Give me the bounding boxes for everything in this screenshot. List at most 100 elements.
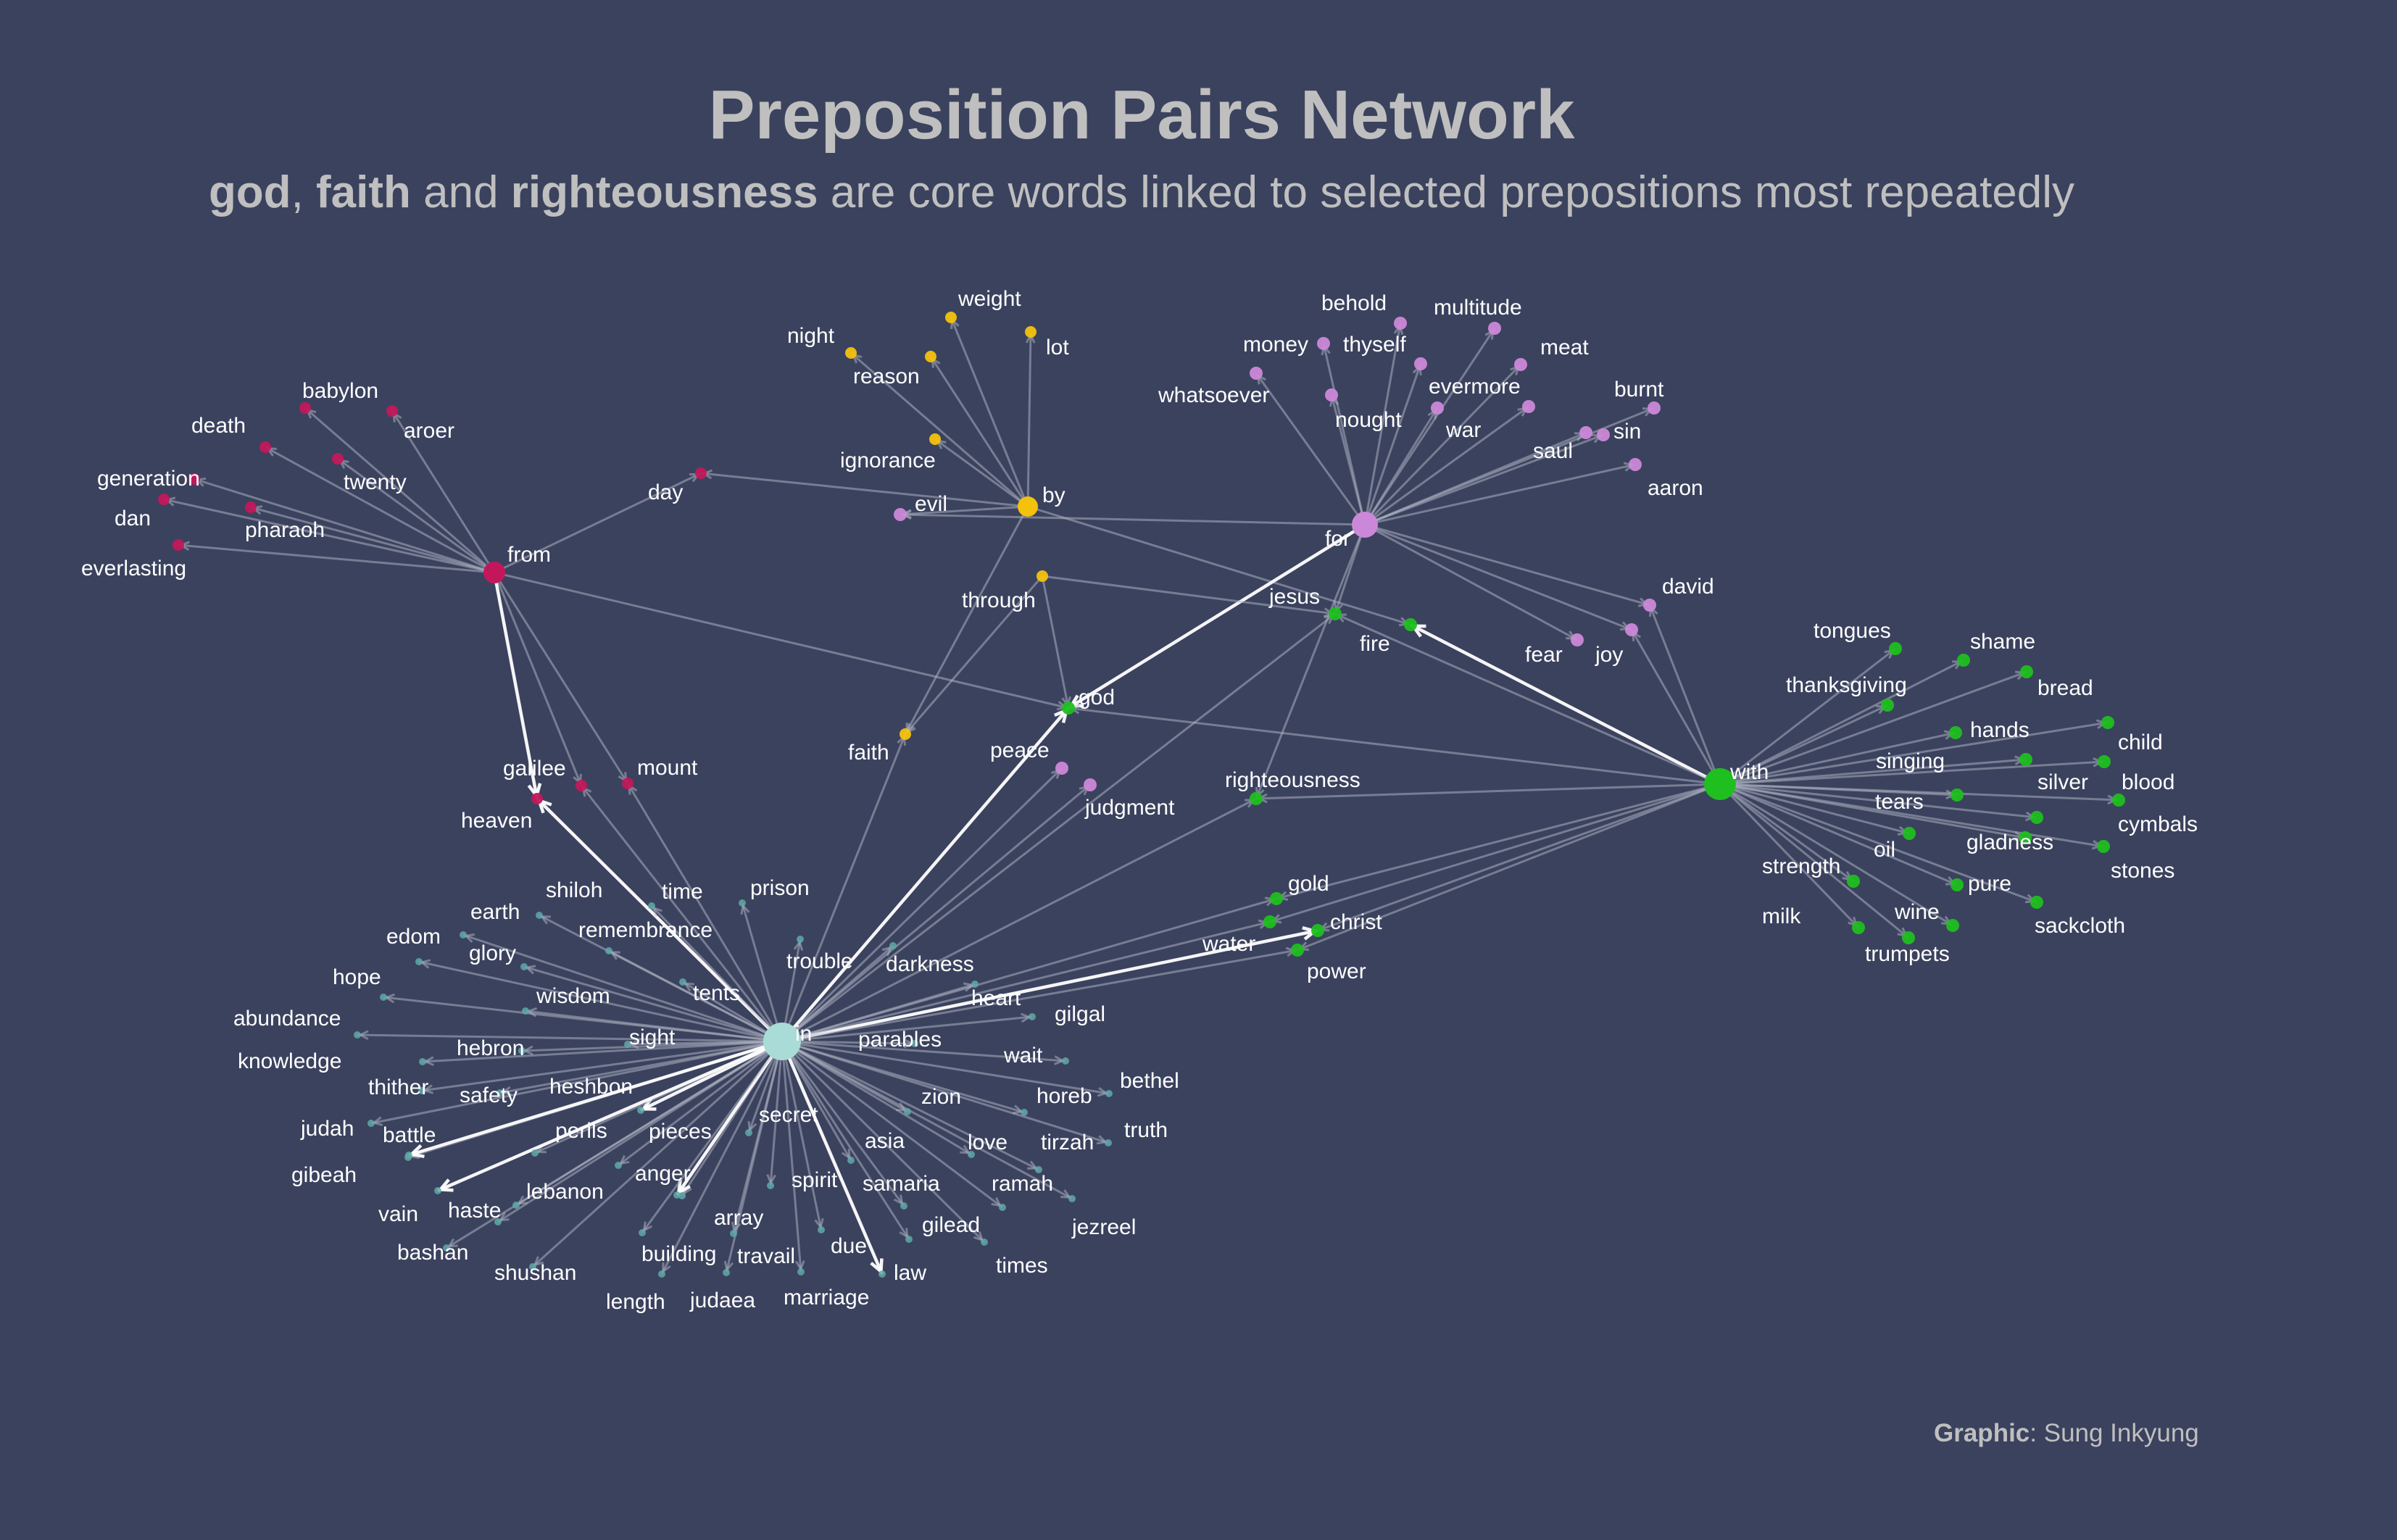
node-babylon[interactable] — [299, 402, 311, 414]
node-multitude[interactable] — [1488, 322, 1501, 335]
hub-from[interactable] — [483, 562, 505, 583]
node-heshbon[interactable] — [637, 1107, 644, 1114]
node-reason[interactable] — [925, 351, 936, 362]
node-secret[interactable] — [745, 1129, 752, 1136]
node-shame[interactable] — [1957, 654, 1970, 667]
node-meat[interactable] — [1514, 358, 1527, 371]
node-jezreel[interactable] — [1068, 1195, 1076, 1202]
node-prison[interactable] — [739, 899, 746, 907]
node-whatsoever[interactable] — [1250, 367, 1263, 380]
node-aaron[interactable] — [1629, 458, 1642, 471]
node-day[interactable] — [695, 467, 707, 479]
node-bashan[interactable] — [443, 1244, 450, 1252]
node-wait[interactable] — [1062, 1057, 1069, 1065]
hub-in[interactable] — [763, 1023, 801, 1060]
node-due[interactable] — [818, 1226, 825, 1233]
node-haste[interactable] — [494, 1218, 502, 1225]
node-death[interactable] — [259, 441, 271, 453]
node-sin[interactable] — [1579, 426, 1592, 439]
node-travail[interactable] — [730, 1230, 737, 1237]
node-dan[interactable] — [158, 494, 170, 505]
node-money[interactable] — [1317, 337, 1330, 350]
node-twenty[interactable] — [332, 453, 344, 465]
node-burnt[interactable] — [1648, 401, 1661, 415]
node-lebanon[interactable] — [512, 1202, 520, 1209]
node-tents[interactable] — [679, 978, 686, 986]
node-tears[interactable] — [1951, 788, 1964, 802]
node-singing[interactable] — [2019, 753, 2032, 766]
node-evermore[interactable] — [1431, 401, 1444, 415]
node-judaea[interactable] — [723, 1269, 730, 1276]
node-law[interactable] — [878, 1270, 886, 1278]
node-power[interactable] — [1291, 944, 1304, 957]
hub-by[interactable] — [1018, 496, 1038, 517]
node-sight[interactable] — [624, 1041, 631, 1048]
node-night[interactable] — [845, 347, 857, 359]
node-horeb[interactable] — [1021, 1109, 1028, 1116]
node-aroer[interactable] — [386, 405, 398, 417]
node-gilgal[interactable] — [1029, 1013, 1036, 1020]
node-oil[interactable] — [1903, 827, 1916, 840]
node-jesus[interactable] — [1329, 607, 1342, 620]
node-tirzah[interactable] — [1035, 1166, 1042, 1173]
node-gladness[interactable] — [2019, 831, 2032, 844]
node-galilee[interactable] — [576, 780, 587, 791]
node-remembrance[interactable] — [605, 947, 612, 954]
node-earth[interactable] — [460, 931, 467, 938]
node-samaria[interactable] — [900, 1202, 907, 1210]
hub-for[interactable] — [1352, 512, 1378, 538]
node-everlasting[interactable] — [173, 539, 184, 551]
node-abundance[interactable] — [354, 1031, 361, 1039]
node-behold[interactable] — [1394, 317, 1407, 330]
node-edom[interactable] — [415, 958, 423, 965]
node-child[interactable] — [2101, 716, 2114, 729]
node-judgment[interactable] — [1084, 778, 1097, 791]
node-lot[interactable] — [1025, 326, 1037, 338]
node-saul[interactable] — [1597, 428, 1610, 441]
node-ramah[interactable] — [999, 1204, 1006, 1211]
node-tongues[interactable] — [1889, 642, 1902, 655]
node-truth[interactable] — [1105, 1139, 1112, 1146]
node-pieces[interactable] — [615, 1162, 622, 1169]
node-judah[interactable] — [367, 1120, 375, 1127]
node-thanksgiving[interactable] — [1881, 699, 1894, 712]
node-thyself[interactable] — [1414, 357, 1427, 370]
node-glory[interactable] — [520, 963, 528, 970]
node-mount[interactable] — [622, 778, 633, 789]
node-milk[interactable] — [1852, 921, 1865, 934]
node-hebron[interactable] — [518, 1047, 525, 1054]
node-building[interactable] — [639, 1229, 646, 1236]
node-darkness[interactable] — [889, 942, 897, 949]
node-fear[interactable] — [1571, 633, 1584, 646]
node-spirit[interactable] — [767, 1182, 774, 1189]
node-weight[interactable] — [945, 312, 957, 323]
node-wine[interactable] — [1946, 919, 1959, 932]
node-righteousness[interactable] — [1250, 792, 1263, 805]
node-heart[interactable] — [971, 981, 979, 988]
node-through[interactable] — [1037, 570, 1048, 582]
node-david[interactable] — [1643, 599, 1656, 612]
node-marriage[interactable] — [797, 1268, 805, 1275]
node-ignorance[interactable] — [929, 433, 941, 445]
node-strength[interactable] — [1847, 875, 1860, 888]
node-trumpets[interactable] — [1902, 931, 1915, 944]
node-times[interactable] — [981, 1239, 988, 1246]
node-fire[interactable] — [1404, 618, 1417, 631]
node-bread[interactable] — [2020, 665, 2033, 678]
node-silver[interactable] — [2098, 755, 2111, 768]
node-gilead[interactable] — [905, 1236, 913, 1243]
node-evil[interactable] — [894, 508, 907, 521]
node-christ[interactable] — [1311, 924, 1324, 937]
node-god[interactable] — [1062, 702, 1075, 715]
node-hands[interactable] — [1949, 726, 1962, 739]
node-love[interactable] — [968, 1151, 975, 1158]
node-faith[interactable] — [900, 728, 911, 740]
node-gold[interactable] — [1270, 892, 1283, 905]
node-zion[interactable] — [904, 1108, 911, 1115]
node-nought[interactable] — [1325, 388, 1338, 401]
node-heaven[interactable] — [531, 793, 543, 804]
node-array[interactable] — [673, 1191, 681, 1199]
node-bethel[interactable] — [1105, 1090, 1113, 1097]
node-time[interactable] — [648, 902, 655, 910]
node-length[interactable] — [658, 1270, 665, 1278]
